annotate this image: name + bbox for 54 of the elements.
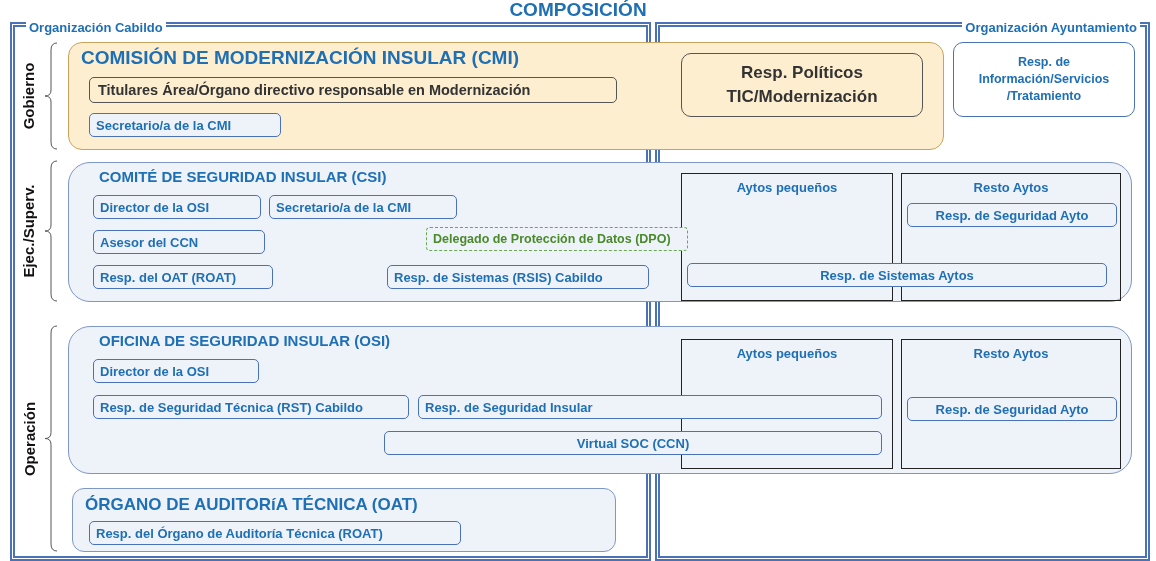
role-box	[93, 195, 261, 219]
role-box	[93, 359, 259, 383]
commission-panel	[68, 42, 944, 150]
role-box	[418, 395, 882, 419]
panel-heading: COMISIÓN DE MODERNIZACIÓN INSULAR (CMI)	[81, 47, 520, 69]
role-label: Secretario/a de la CMI	[276, 199, 412, 215]
role-label: Resp. Políticos TIC/Modernización	[725, 62, 879, 108]
role-label: Resp. de Información/Servicios /Tratamiento	[977, 54, 1111, 105]
group-heading: Aytos pequeños	[735, 346, 839, 361]
role-box	[89, 521, 461, 545]
committee-panel	[68, 326, 1132, 474]
column-heading: Organización Cabildo	[26, 20, 166, 35]
role-box	[687, 263, 1107, 287]
role-label: Director de la OSI	[100, 363, 210, 379]
group-heading: Aytos pequeños	[735, 180, 839, 195]
committee-panel	[72, 488, 616, 552]
committee-panel	[68, 162, 1132, 302]
role-box	[426, 227, 688, 251]
role-box	[93, 230, 265, 254]
role-box	[93, 395, 409, 419]
role-label: Titulares Área/Órgano directivo responsable en Modernización	[98, 82, 531, 98]
role-label: Resp. de Sistemas (RSIS) Cabildo	[394, 269, 603, 285]
row-label: Ejec./Superv.	[19, 183, 38, 280]
role-label: Virtual SOC (CCN)	[576, 435, 690, 451]
role-box	[269, 195, 457, 219]
role-box	[93, 265, 273, 289]
panel-heading: OFICINA DE SEGURIDAD INSULAR (OSI)	[99, 332, 391, 349]
role-label: Resp. de Seguridad Ayto	[935, 207, 1089, 223]
role-label: Director de la OSI	[100, 199, 210, 215]
role-label: Resp. de Seguridad Técnica (RST) Cabildo	[100, 399, 363, 415]
role-box	[907, 397, 1117, 421]
role-label: Resp. de Seguridad Insular	[425, 399, 593, 415]
role-label: Secretario/a de la CMI	[96, 117, 232, 133]
panel-heading: ÓRGANO DE AUDITORíA TÉCNICA (OAT)	[85, 495, 418, 515]
row-label: Gobierno	[19, 61, 38, 132]
role-box	[387, 265, 649, 289]
panel-heading: COMITÉ DE SEGURIDAD INSULAR (CSI)	[99, 168, 387, 185]
role-box	[681, 53, 923, 117]
group-heading: Resto Aytos	[972, 180, 1050, 195]
role-box	[384, 431, 882, 455]
role-box	[907, 203, 1117, 227]
column-heading: Organización Ayuntamiento	[962, 20, 1140, 35]
role-box	[89, 77, 617, 103]
role-label: Asesor del CCN	[100, 234, 199, 250]
role-box	[89, 113, 281, 137]
role-label: Resp. de Seguridad Ayto	[935, 401, 1089, 417]
role-box	[953, 42, 1135, 117]
role-label: Resp. de Sistemas Aytos	[820, 267, 974, 283]
row-label: Operación	[19, 400, 39, 478]
role-label: Delegado de Protección de Datos (DPO)	[433, 232, 671, 246]
group-heading: Resto Aytos	[972, 346, 1050, 361]
role-label: Resp. del Órgano de Auditoría Técnica (ROAT)	[96, 525, 383, 541]
role-label: Resp. del OAT (ROAT)	[100, 269, 237, 285]
group-box	[901, 339, 1121, 469]
